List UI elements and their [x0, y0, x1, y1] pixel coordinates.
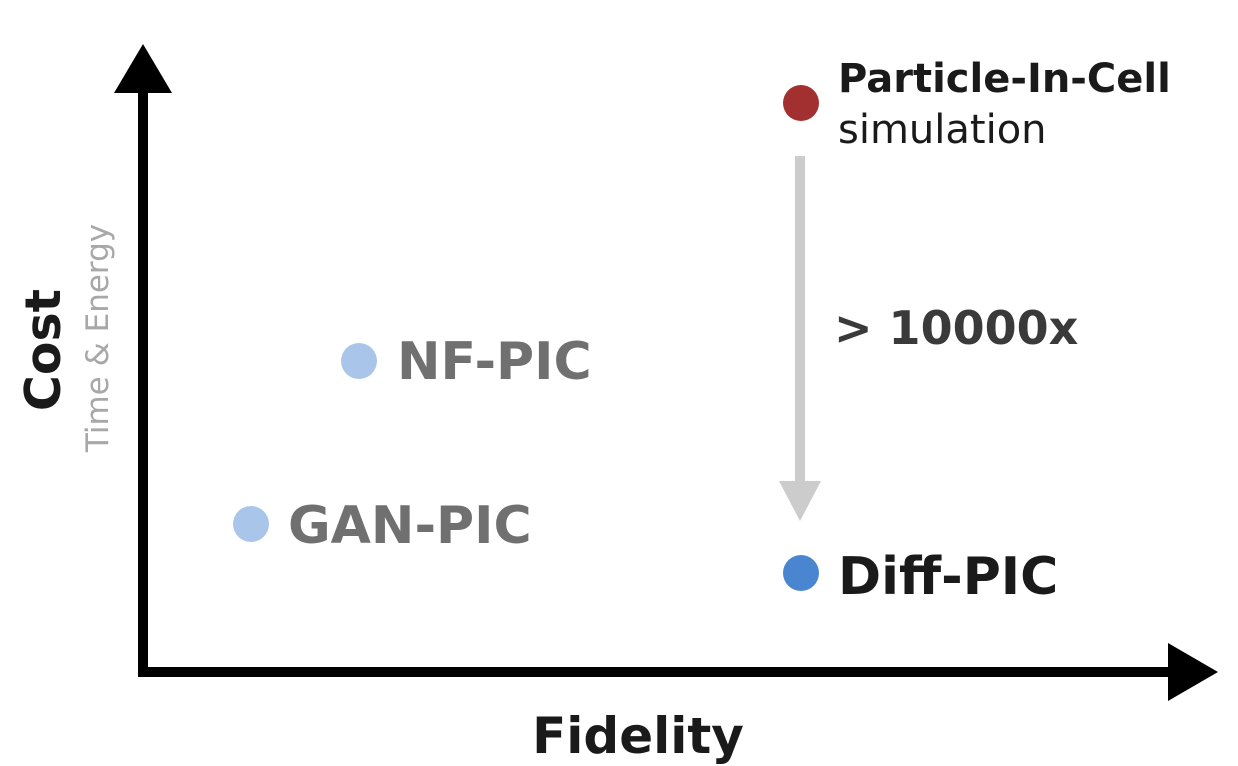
nf-pic-label: NF-PIC [397, 332, 592, 392]
pic-label-line2: simulation [838, 107, 1047, 153]
diff-pic-label: Diff-PIC [838, 547, 1058, 607]
y-axis-arrowhead [114, 44, 172, 93]
speedup-arrow [779, 156, 821, 521]
pic-point [783, 85, 819, 121]
speedup-arrowhead [779, 481, 821, 521]
y-axis-sublabel: Time & Energy [80, 224, 116, 453]
y-axis-label: Cost [15, 289, 72, 411]
gan-pic-label: GAN-PIC [288, 496, 532, 556]
gan-pic-point [233, 506, 269, 542]
axes [114, 44, 1218, 701]
pic-label-line1: Particle-In-Cell [838, 56, 1171, 102]
x-axis-arrowhead [1168, 643, 1218, 701]
speedup-label: > 10000x [834, 301, 1078, 355]
diff-pic-point [783, 555, 819, 591]
nf-pic-point [341, 343, 377, 379]
x-axis-label: Fidelity [532, 707, 744, 765]
